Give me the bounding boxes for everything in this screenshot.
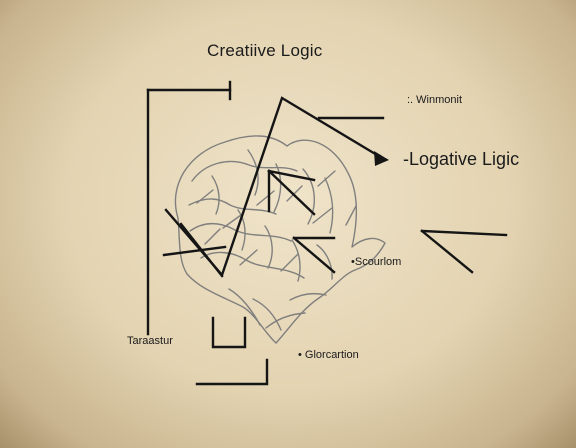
bottom-bracket-line xyxy=(211,316,247,349)
large-zigzag-line xyxy=(164,96,384,278)
left-inner-diagonal-line xyxy=(179,222,224,278)
bottom-right-label: • Glorcartion xyxy=(298,349,359,361)
bottom-angle-line xyxy=(195,358,269,386)
center-diagonal-line xyxy=(267,169,316,216)
diagram-title: Creatiive Logic xyxy=(207,41,323,60)
center-lower-diagonal-line xyxy=(292,236,336,274)
top-right-label: :. Winmonit xyxy=(407,94,463,106)
diagram-lines xyxy=(146,80,508,386)
brain-sketch-icon xyxy=(174,135,386,344)
right-angle-line-bottom xyxy=(420,229,474,274)
left-inner-angle-line xyxy=(162,245,227,257)
middle-right-label: •Scourlom xyxy=(351,256,402,268)
center-top-line xyxy=(267,169,316,182)
right-main-label: -Logative Ligic xyxy=(403,149,520,169)
right-angle-line-top xyxy=(420,229,508,237)
left-bottom-label: Taraastur xyxy=(127,335,173,347)
arrow-icon xyxy=(374,151,389,166)
